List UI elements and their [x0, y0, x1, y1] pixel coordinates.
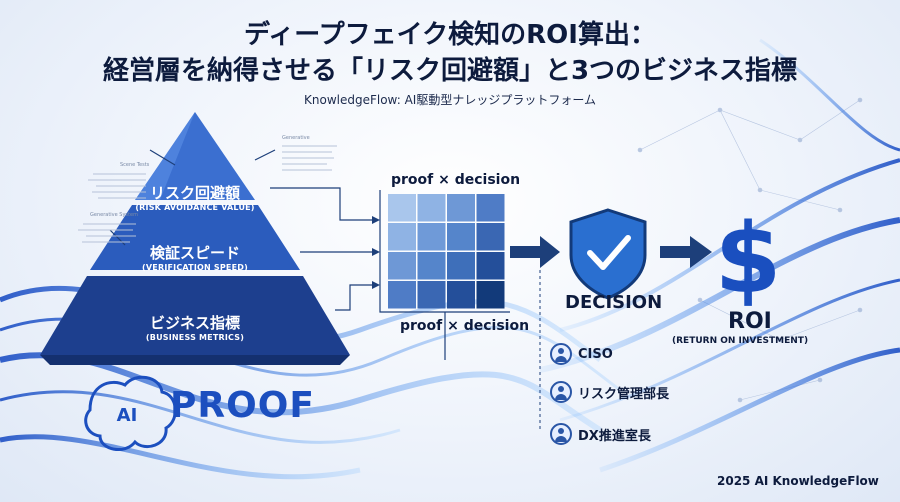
grid-cell: [388, 223, 416, 251]
pyramid: [40, 112, 350, 365]
tier-label-en: (RISK AVOIDANCE VALUE): [135, 203, 255, 212]
roi-label: ROI: [728, 309, 772, 334]
pyramid-tier-middle: [90, 205, 300, 270]
note-scene-lines: [88, 173, 146, 199]
grid-cell: [447, 252, 475, 280]
grid-title-top: proof × decision: [391, 172, 521, 188]
grid-cell: [476, 252, 505, 280]
grid-cell: [417, 281, 446, 309]
dollar-icon: $: [715, 203, 782, 315]
note-generative-system: Generative System: [90, 212, 138, 218]
subtitle: KnowledgeFlow: AI駆動型ナレッジプラットフォーム: [304, 93, 596, 107]
grid-cell: [388, 252, 416, 280]
arrow-heads: [372, 216, 380, 289]
tier-label-jp: リスク回避額: [149, 184, 240, 202]
tier-label-jp: 検証スピード: [149, 244, 240, 262]
grid-axes: [379, 190, 510, 360]
note-system-lines: [78, 223, 136, 243]
footer-credit: 2025 AI KnowledgeFlow: [717, 474, 879, 488]
grid-cell: [417, 252, 446, 280]
grid-cell: [476, 281, 505, 309]
right-swirl: [539, 38, 900, 473]
grid-cell: [476, 223, 505, 251]
grid-cell: [447, 223, 475, 251]
shield-check-icon: [569, 208, 647, 300]
tier-risk-avoidance: リスク回避額 (RISK AVOIDANCE VALUE): [95, 182, 295, 212]
person-icon: [550, 343, 572, 365]
proof-logo-text: PROOF: [170, 385, 315, 426]
tier-label-en: (BUSINESS METRICS): [145, 333, 245, 342]
grid-cell: [476, 194, 505, 222]
grid-cell: [417, 194, 446, 222]
note-generative-lines: [282, 145, 337, 171]
note-scene-tests: Scene Tests: [120, 162, 150, 168]
svg-text:$: $: [715, 203, 782, 315]
ai-brain-icon: [84, 375, 177, 452]
roi-subtitle: (RETURN ON INVESTMENT): [672, 336, 809, 346]
title-line1: ディープフェイク検知のROI算出：: [244, 20, 656, 50]
tier-business-metrics: ビジネス指標 (BUSINESS METRICS): [95, 312, 295, 342]
grid-title-bottom: proof × decision: [400, 318, 530, 334]
note-generative: Generative: [282, 135, 310, 141]
title-line2: 経営層を納得させる「リスク回避額」と3つのビジネス指標: [102, 56, 798, 86]
person-icon: [550, 423, 572, 445]
ai-text: AI: [117, 405, 138, 426]
stakeholder-label: CISO: [578, 346, 613, 362]
tier-verification-speed: 検証スピード (VERIFICATION SPEED): [95, 242, 295, 272]
grid-cell: [388, 281, 416, 309]
proof-decision-grid: [388, 194, 505, 309]
grid-cell: [388, 194, 416, 222]
stakeholder-dx-director: DX推進室長: [550, 423, 651, 445]
pyramid-connectors: [109, 149, 372, 311]
grid-cell: [447, 281, 475, 309]
tier-label-jp: ビジネス指標: [149, 314, 240, 332]
pyramid-tier-bottom: [40, 276, 350, 355]
grid-cell: [417, 223, 446, 251]
grid-cell: [447, 194, 475, 222]
person-icon: [550, 381, 572, 403]
stakeholder-label: リスク管理部長: [578, 386, 670, 402]
flow-arrows: [510, 236, 712, 268]
stakeholder-label: DX推進室長: [578, 428, 651, 444]
stakeholder-ciso: CISO: [550, 343, 613, 365]
decision-label: DECISION: [565, 292, 663, 313]
stakeholder-risk-manager: リスク管理部長: [550, 381, 669, 403]
tier-label-en: (VERIFICATION SPEED): [142, 263, 248, 272]
